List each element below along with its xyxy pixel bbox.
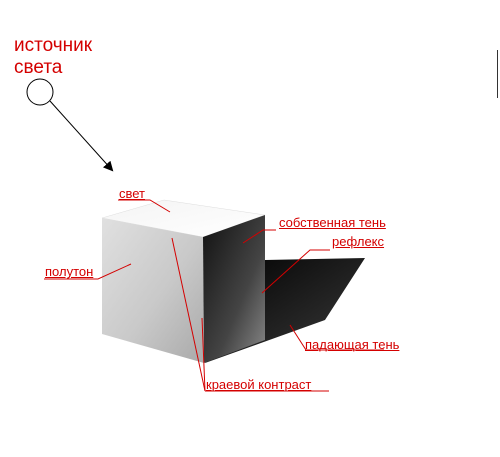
label-cast-shadow: падающая тень: [305, 337, 400, 352]
edge-marker: [497, 50, 498, 98]
pointer-edge-contrast-2: [201, 317, 206, 392]
cube-front-face: [102, 218, 204, 363]
label-own-shadow: собственная тень: [279, 215, 386, 230]
cube-side-face: [203, 215, 265, 363]
label-halftone: полутон: [45, 264, 94, 279]
label-edge-contrast: краевой контраст: [206, 377, 312, 392]
pointer-halftone: [44, 263, 132, 280]
pointer-lines: [44, 199, 384, 392]
label-reflex: рефлекс: [332, 234, 385, 249]
pointer-own-shadow: [242, 229, 276, 244]
pointer-edge-contrast-1: [171, 237, 206, 392]
pointer-reflex: [261, 249, 330, 294]
pointer-cast-shadow: [289, 324, 384, 351]
label-light: свет: [119, 186, 146, 201]
light-source-circle: [26, 78, 54, 106]
pointer-light: [118, 199, 171, 213]
light-direction-arrow: [49, 100, 114, 172]
label-light-source-line1: источник: [14, 35, 93, 56]
label-light-source-line2: света: [14, 57, 63, 78]
